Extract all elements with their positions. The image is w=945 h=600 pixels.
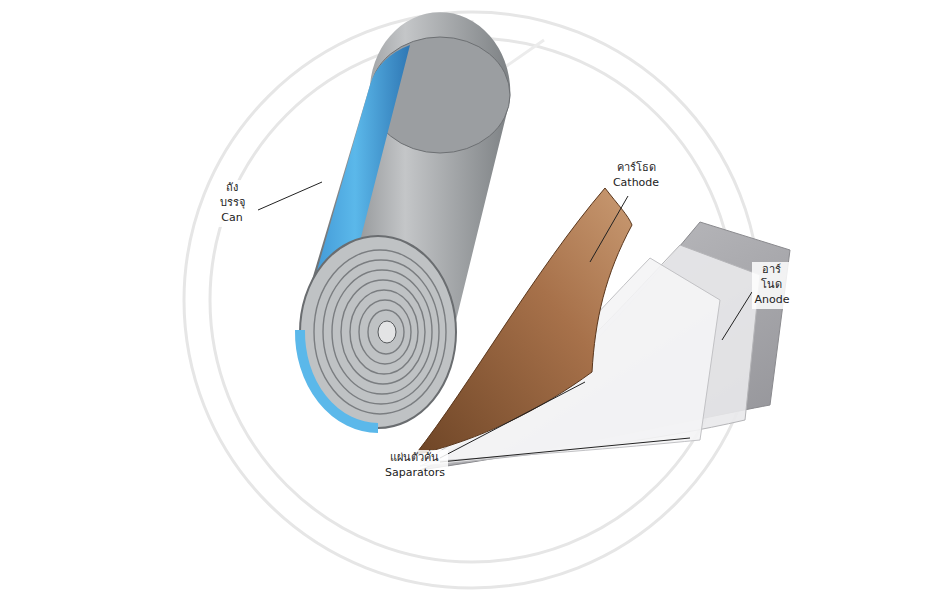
part-label: อาร์โนด Anode bbox=[752, 262, 793, 309]
part-label: แผ่นตัวคั่น Saparators bbox=[382, 450, 448, 482]
part-label: คาร์โธด Cathode bbox=[610, 160, 662, 192]
jelly-roll-end bbox=[300, 236, 456, 428]
part-label: ถังบรรจุ Can bbox=[217, 180, 248, 227]
watermark bbox=[184, 12, 760, 588]
leader-lines bbox=[258, 182, 752, 462]
